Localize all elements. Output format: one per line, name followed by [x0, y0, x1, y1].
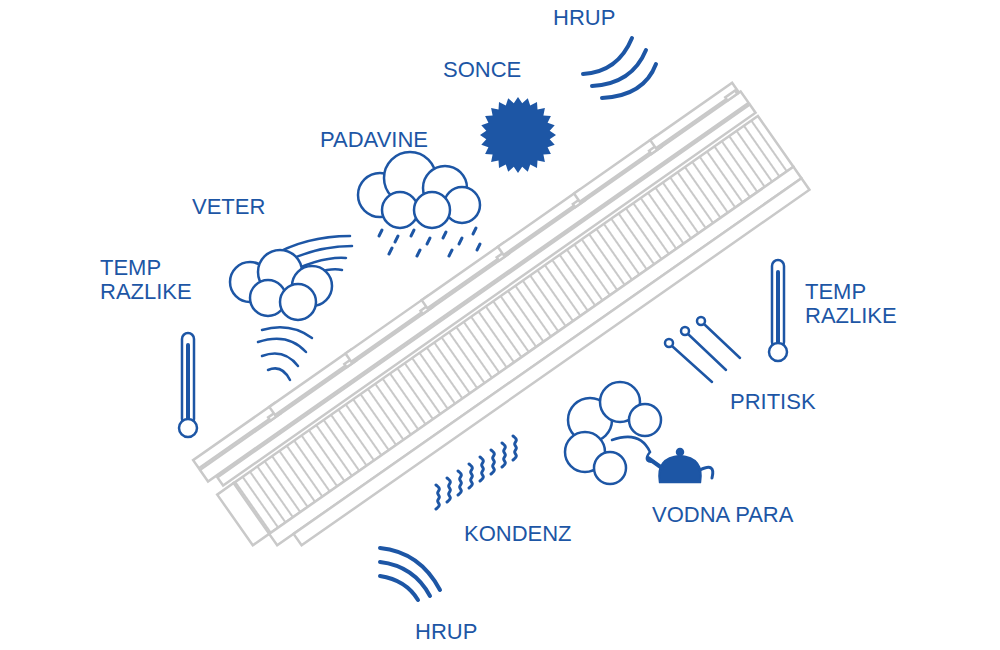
condensation-wave: [436, 485, 439, 509]
label-holder: VODNA PARA: [652, 503, 832, 527]
rain-cloud: [358, 152, 480, 228]
thermometer-left: [179, 419, 197, 437]
condensation-wave: [480, 457, 483, 481]
thermometer-left: [179, 333, 197, 437]
rain-drop: [411, 230, 414, 236]
condensation-wave: [469, 464, 472, 488]
hazard-label: SONCE: [443, 58, 563, 82]
wind-symbol: [230, 236, 352, 380]
label-holder: HRUP: [415, 620, 535, 644]
steam-cloud: [565, 382, 661, 484]
roof-tile: [193, 403, 281, 469]
rain-drop: [389, 248, 392, 254]
wind-symbol: [262, 354, 298, 366]
noise-waves-top: [583, 38, 632, 74]
label-holder: TEMP RAZLIKE: [805, 280, 905, 328]
roof-tile: [269, 349, 357, 415]
ceiling-board: [294, 178, 810, 545]
tile-lug: [725, 90, 737, 100]
roof-tile: [345, 296, 433, 362]
thermometer-right: [776, 272, 780, 342]
rain-drop: [443, 232, 446, 238]
label-holder: KONDENZ: [464, 522, 604, 546]
label-holder: VETER: [192, 195, 312, 219]
pressure-pins: [665, 317, 740, 382]
hazard-label: VODNA PARA: [652, 503, 832, 527]
inner-board: [269, 167, 801, 546]
rain-drop: [427, 238, 430, 244]
noise-waves-bottom: [380, 548, 440, 590]
condensation-wave: [458, 471, 461, 495]
label-holder: TEMP RAZLIKE: [100, 256, 200, 304]
wind-symbol: [262, 327, 312, 338]
condensation-waves: [436, 436, 516, 509]
rain-drop: [417, 250, 420, 256]
wind-symbol: [258, 339, 306, 352]
hazard-label: PADAVINE: [320, 128, 460, 152]
thermometer-right: [769, 343, 787, 361]
roof-tile: [498, 189, 586, 255]
noise-waves-top: [602, 64, 656, 98]
roof-batten: [217, 105, 755, 486]
noise-waves-bottom: [380, 576, 418, 600]
rain-drop: [395, 236, 398, 242]
condensation-wave: [447, 478, 450, 502]
condensation-wave: [513, 436, 516, 460]
hazard-label: VETER: [192, 195, 312, 219]
condensation-wave: [502, 443, 505, 467]
thermometer-right: [769, 260, 787, 361]
rain-drop: [459, 238, 462, 244]
hazard-label: HRUP: [415, 620, 535, 644]
kettle-symbol: [648, 458, 662, 468]
sun-symbol: [480, 97, 556, 173]
hazard-label: TEMP RAZLIKE: [100, 256, 200, 304]
label-holder: HRUP: [553, 6, 673, 30]
pressure-pins: [665, 339, 673, 347]
roof-section: [193, 82, 809, 569]
insulation-layer: [234, 116, 794, 534]
kettle-symbol: [648, 449, 713, 482]
kettle-symbol: [677, 449, 683, 455]
pressure-pins: [704, 324, 740, 358]
wind-symbol: [230, 250, 332, 320]
wind-symbol: [268, 368, 290, 380]
pressure-pins: [697, 317, 705, 325]
label-holder: SONCE: [443, 58, 563, 82]
hazard-label: TEMP RAZLIKE: [805, 280, 905, 328]
rain-cloud: [382, 192, 418, 228]
label-holder: PADAVINE: [320, 128, 460, 152]
thermometer-left: [182, 333, 194, 425]
noise-waves-top: [592, 50, 646, 86]
roof-tile: [422, 243, 510, 309]
rain-drop: [379, 230, 382, 236]
wind-symbol: [280, 284, 316, 320]
rain-drop: [473, 228, 476, 234]
hazard-label: PRITISK: [730, 390, 850, 414]
noise-waves-top: [583, 38, 656, 98]
rain-drops: [379, 228, 480, 256]
hazard-label: KONDENZ: [464, 522, 604, 546]
eave-board: [217, 483, 269, 545]
label-holder: PRITISK: [730, 390, 850, 414]
rain-drop: [449, 250, 452, 256]
kettle-symbol: [659, 456, 700, 482]
steam-cloud: [629, 404, 661, 436]
rain-cloud: [414, 192, 450, 228]
roof-tiles: [193, 83, 739, 470]
thermometer-right: [772, 260, 784, 348]
kettle-symbol: [700, 467, 713, 478]
roof-tile: [650, 83, 738, 149]
noise-waves-bottom: [380, 548, 440, 600]
pressure-pins: [681, 327, 689, 335]
hazard-label: HRUP: [553, 6, 673, 30]
condensation-wave: [491, 450, 494, 474]
steam-cloud: [594, 452, 626, 484]
roof-tile: [574, 136, 662, 202]
rain-drop: [477, 244, 480, 250]
thermometer-left: [186, 345, 190, 418]
